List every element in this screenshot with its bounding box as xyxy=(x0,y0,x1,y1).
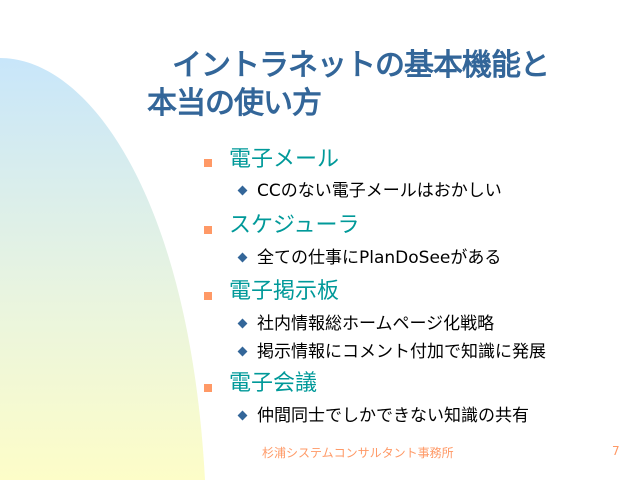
square-bullet-icon xyxy=(204,159,212,167)
slide-title-line2: 本当の使い方 xyxy=(147,86,322,121)
square-bullet-icon xyxy=(204,384,212,392)
square-bullet-icon xyxy=(204,226,212,234)
section-heading: 電子会議 xyxy=(229,371,318,396)
section-heading: 電子掲示板 xyxy=(229,279,340,304)
section-heading: 電子メール xyxy=(229,147,340,172)
page-number: 7 xyxy=(612,444,620,458)
section-heading: スケジューラ xyxy=(229,213,360,238)
list-item: 掲示情報にコメント付加で知識に発展 xyxy=(257,342,546,362)
list-item: CCのない電子メールはおかしい xyxy=(257,181,502,201)
footer-company: 杉浦システムコンサルタント事務所 xyxy=(262,446,454,460)
square-bullet-icon xyxy=(204,292,212,300)
list-item: 仲間同士でしかできない知識の共有 xyxy=(257,406,529,426)
slide-title-line1: イントラネットの基本機能と xyxy=(172,48,550,83)
list-item: 全ての仕事にPlanDoSeeがある xyxy=(257,248,502,268)
list-item: 社内情報総ホームページ化戦略 xyxy=(257,314,495,334)
